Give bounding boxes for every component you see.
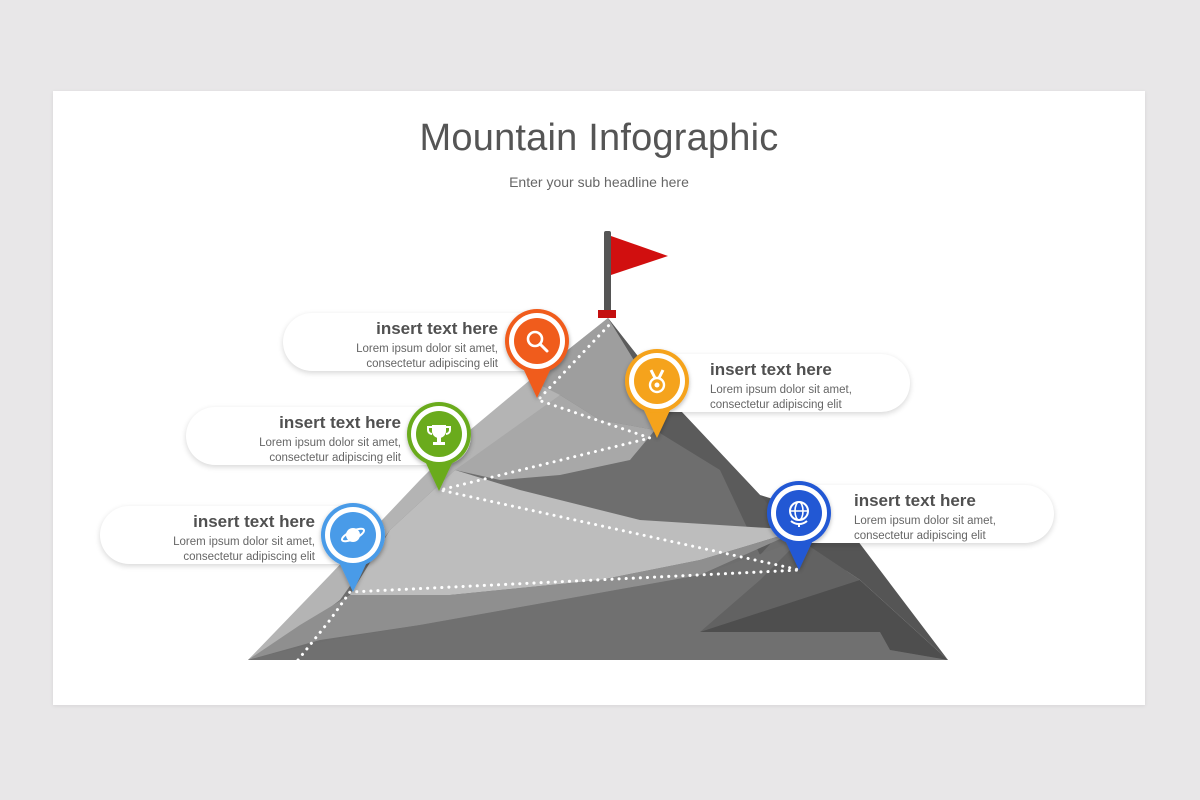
page-subtitle: Enter your sub headline here <box>509 174 689 190</box>
flag-base <box>598 310 616 318</box>
step-3-heading: insert text here <box>376 319 498 338</box>
callout-step-3: insert text here Lorem ipsum dolor sit a… <box>283 313 568 371</box>
step-5-description: Lorem ipsum dolor sit amet,consectetur a… <box>854 515 996 542</box>
step-1-description: Lorem ipsum dolor sit amet,consectetur a… <box>173 536 315 563</box>
step-3-description: Lorem ipsum dolor sit amet,consectetur a… <box>356 343 498 370</box>
callout-step-1: insert text here Lorem ipsum dolor sit a… <box>100 506 385 564</box>
callout-step-4: insert text here Lorem ipsum dolor sit a… <box>640 354 910 412</box>
step-4-description: Lorem ipsum dolor sit amet,consectetur a… <box>710 384 852 411</box>
flag-icon <box>611 236 668 275</box>
trail-path <box>296 320 801 662</box>
callout-step-5: insert text here Lorem ipsum dolor sit a… <box>784 485 1054 543</box>
step-4-heading: insert text here <box>710 360 832 379</box>
callout-step-2: insert text here Lorem ipsum dolor sit a… <box>186 407 471 465</box>
flag-pole <box>604 231 611 313</box>
step-5-heading: insert text here <box>854 491 976 510</box>
page-title: Mountain Infographic <box>419 117 779 159</box>
step-2-description: Lorem ipsum dolor sit amet,consectetur a… <box>259 437 401 464</box>
step-2-heading: insert text here <box>279 413 401 432</box>
summit-flag <box>598 231 668 318</box>
step-1-heading: insert text here <box>193 512 315 531</box>
